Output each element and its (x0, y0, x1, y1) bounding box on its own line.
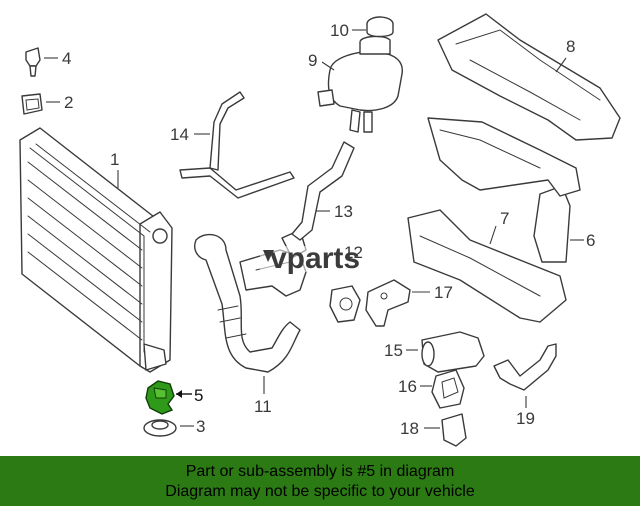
part-14-pipe (179, 91, 295, 199)
part-3-seal (143, 419, 194, 437)
fan-shroud (427, 117, 581, 197)
part-8-upper-bracket (437, 13, 621, 141)
part-sensor-cluster (329, 285, 361, 323)
callout-10: 10 (330, 21, 349, 40)
part-1-radiator (19, 127, 173, 373)
callout-6: 6 (586, 231, 595, 250)
part-4-clip (25, 47, 58, 77)
callout-3: 3 (196, 417, 205, 436)
part-19-pipe (493, 343, 557, 408)
part-16-gasket (420, 369, 465, 409)
part-17-bracket (365, 279, 430, 327)
part-2-grommet (21, 93, 60, 115)
vparts-logo: vparts (260, 242, 382, 275)
callout-12: 12 (344, 243, 363, 262)
part-15-pump (406, 331, 485, 373)
callout-18: 18 (400, 419, 419, 438)
callout-5: 5 (194, 386, 203, 405)
part-7-lower-support (407, 209, 567, 323)
banner-line-1: Part or sub-assembly is #5 in diagram (185, 463, 455, 480)
callout-19: 19 (516, 409, 535, 428)
callout-1: 1 (110, 150, 119, 169)
callout-2: 2 (64, 93, 73, 112)
part-18-clip (424, 413, 467, 447)
part-13-upper-hose (291, 141, 355, 241)
part-11-lower-hose (194, 233, 301, 394)
info-banner: Part or sub-assembly is #5 in diagram Di… (0, 456, 640, 506)
callout-16: 16 (398, 377, 417, 396)
callout-4: 4 (62, 49, 71, 68)
part-10-cap (352, 16, 394, 38)
callout-15: 15 (384, 341, 403, 360)
banner-line-2: Diagram may not be specific to your vehi… (165, 483, 475, 500)
callout-9: 9 (308, 51, 317, 70)
callout-8: 8 (566, 37, 575, 56)
callout-13: 13 (334, 202, 353, 221)
callout-7: 7 (500, 209, 509, 228)
callout-11: 11 (254, 397, 272, 416)
logo-text: vparts (270, 242, 360, 275)
callout-17: 17 (434, 283, 453, 302)
part-6-side-seal (533, 185, 584, 263)
part-5-drain-plug-highlighted (145, 380, 192, 415)
callout-14: 14 (170, 125, 189, 144)
part-9-reservoir (317, 35, 403, 133)
parts-diagram: vparts 1 2 3 4 5 6 7 8 9 10 11 12 13 14 … (19, 13, 621, 447)
